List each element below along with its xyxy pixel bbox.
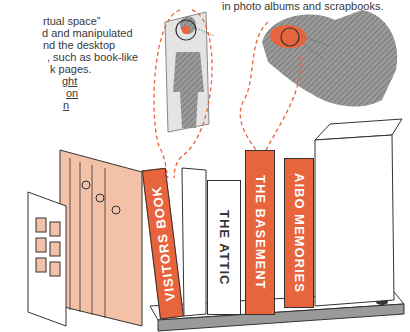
book-body <box>182 168 206 316</box>
text-fragment: on <box>66 87 78 99</box>
dashed-link <box>240 22 300 150</box>
text-fragment: , such as book-like <box>47 51 138 63</box>
camera-circle <box>176 20 196 40</box>
view-line <box>299 40 325 60</box>
page-edge <box>92 165 93 315</box>
view-line <box>196 28 214 36</box>
page-edge <box>80 162 81 312</box>
text-fragment: n <box>63 99 69 111</box>
window-pane <box>36 238 46 252</box>
person-silhouette <box>173 16 204 128</box>
text-fragment: d and manipulated <box>42 27 133 39</box>
text-fragment: nd the desktop <box>43 39 115 51</box>
window-pane <box>36 258 46 272</box>
book-spine: VISITORS BOOK <box>142 168 184 320</box>
book-title: THE ATTIC <box>217 210 232 285</box>
dashed-link <box>154 10 212 178</box>
text-fragment: ght <box>62 75 77 87</box>
book-spine: THE BASEMENT <box>245 150 275 315</box>
book-title: VISITORS BOOK <box>148 185 177 302</box>
camera-circle <box>281 28 299 46</box>
window-pane <box>50 242 60 256</box>
view-line <box>299 35 330 46</box>
book-title: AIBO MEMORIES <box>292 173 307 293</box>
book-pages <box>60 150 142 326</box>
text-fragment: rtual space” <box>43 15 100 27</box>
binder-ring <box>112 206 120 214</box>
book-cover <box>28 192 66 326</box>
camera-dot <box>182 26 190 34</box>
window-pane <box>50 222 60 236</box>
book-spine: THE ATTIC <box>207 180 241 315</box>
binder-ring <box>96 194 104 202</box>
binder-ring <box>82 181 90 189</box>
highlight-blob <box>270 25 307 48</box>
book-body <box>315 135 394 306</box>
dog-silhouette <box>262 10 397 107</box>
book-spine: AIBO MEMORIES <box>284 158 314 308</box>
text-fragment: k pages. <box>50 63 92 75</box>
page-edge <box>105 168 106 318</box>
page-edge <box>70 158 71 310</box>
photo-panel <box>165 12 209 132</box>
window-pane <box>50 262 60 276</box>
text-fragment: in photo albums and scrapbooks. <box>222 0 383 12</box>
book-title: THE BASEMENT <box>253 175 268 290</box>
window-pane <box>36 218 46 232</box>
